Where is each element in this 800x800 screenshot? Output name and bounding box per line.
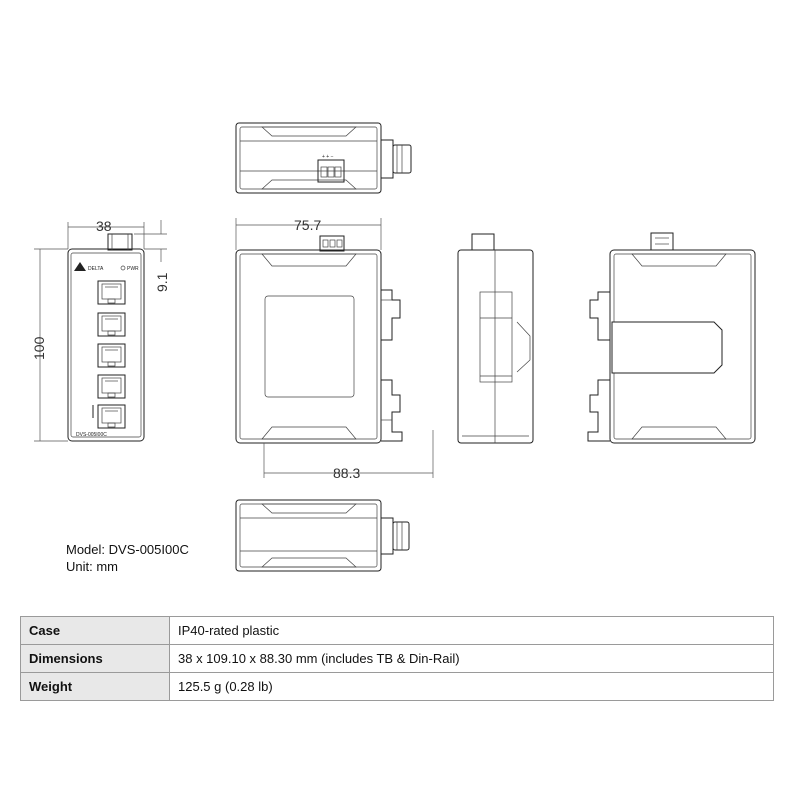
- rj45-port: [97, 312, 126, 337]
- model-caption: Model: DVS-005I00C: [66, 542, 189, 557]
- dim-front-height: 100: [31, 336, 47, 360]
- spec-value-dimensions: 38 x 109.10 x 88.30 mm (includes TB & Di…: [169, 644, 774, 673]
- side-dimensions: 75.7 88.3: [235, 217, 434, 481]
- spec-label-case: Case: [20, 616, 170, 645]
- bottom-view: [235, 499, 410, 572]
- spec-label-dimensions: Dimensions: [20, 644, 170, 673]
- rj45-port: [97, 343, 126, 368]
- top-view: + + −: [235, 122, 412, 194]
- spec-value-case: IP40-rated plastic: [169, 616, 774, 645]
- specs-table: Case IP40-rated plastic Dimensions 38 x …: [20, 616, 774, 701]
- rj45-port: [97, 280, 126, 305]
- svg-text:+ + −: + + −: [322, 154, 334, 160]
- rj45-port: [92, 404, 126, 429]
- dim-front-width: 38: [96, 218, 112, 234]
- spec-value-weight: 125.5 g (0.28 lb): [169, 672, 774, 701]
- technical-drawing: + + − DELTA PWR: [31, 122, 756, 572]
- rear-view: [457, 233, 534, 444]
- table-row: Case IP40-rated plastic: [20, 616, 774, 645]
- rj45-port: [97, 374, 126, 399]
- front-dimensions: 38 9.1 100: [31, 218, 170, 442]
- front-power-text: PWR: [127, 266, 139, 272]
- front-view: DELTA PWR: [67, 233, 145, 442]
- dim-side-depth-bottom: 88.3: [333, 465, 360, 481]
- front-logo-text: DELTA: [88, 266, 104, 272]
- table-row: Dimensions 38 x 109.10 x 88.30 mm (inclu…: [20, 644, 774, 673]
- side-view: [235, 235, 403, 444]
- table-row: Weight 125.5 g (0.28 lb): [20, 672, 774, 701]
- unit-caption: Unit: mm: [66, 559, 118, 574]
- back-side-view: [587, 232, 756, 444]
- front-model-text: DVS-005I00C: [76, 432, 107, 438]
- dim-top-offset: 9.1: [154, 272, 170, 292]
- dim-side-depth-top: 75.7: [294, 217, 321, 233]
- spec-label-weight: Weight: [20, 672, 170, 701]
